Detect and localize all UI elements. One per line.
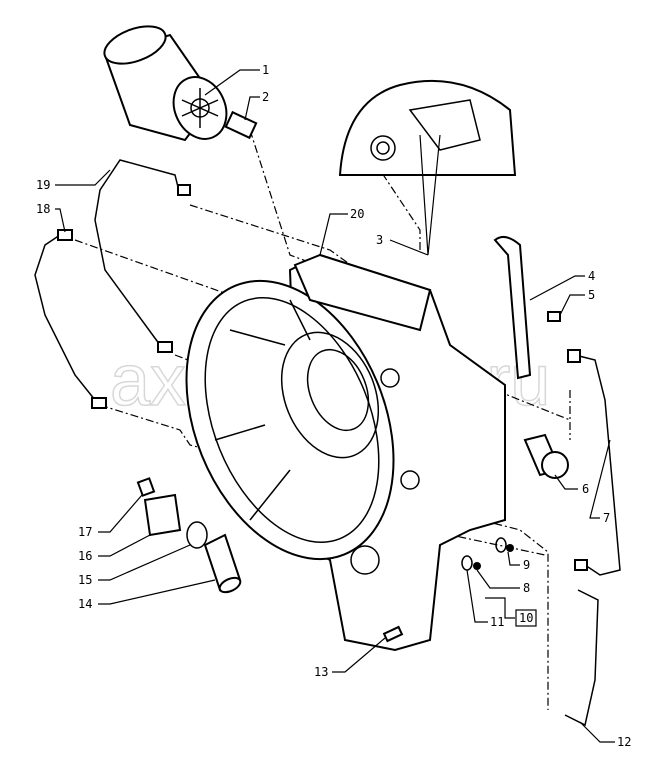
flywheel-housing <box>185 253 506 652</box>
callout-10-box <box>515 609 537 627</box>
seal-9 <box>495 537 507 553</box>
seal-11 <box>461 555 473 571</box>
plug <box>523 433 569 479</box>
callout-16: 16 <box>78 549 92 563</box>
callout-1: 1 <box>262 63 269 77</box>
bolt-5 <box>547 311 561 322</box>
callout-17: 17 <box>78 525 92 539</box>
callout-9: 9 <box>523 558 530 572</box>
callout-20: 20 <box>350 207 364 221</box>
callout-2: 2 <box>262 90 269 104</box>
callout-15: 15 <box>78 573 92 587</box>
callout-7: 7 <box>603 511 610 525</box>
filter-adapter <box>224 110 258 140</box>
callout-18: 18 <box>36 202 50 216</box>
lubrication-pipes-right <box>564 349 621 727</box>
callout-11: 11 <box>490 615 504 629</box>
plug-9 <box>506 544 514 552</box>
cover-assembly <box>136 477 242 594</box>
plug-8 <box>473 562 481 570</box>
lubrication-pipes-left <box>34 159 191 409</box>
callout-10: 10 <box>519 611 533 625</box>
inset-housing-view <box>338 79 517 256</box>
callout-8: 8 <box>523 581 530 595</box>
callout-19: 19 <box>36 178 50 192</box>
callout-5: 5 <box>588 288 595 302</box>
callout-3: 3 <box>376 233 383 247</box>
screw-13 <box>382 625 404 643</box>
callout-13: 13 <box>314 665 328 679</box>
callout-14: 14 <box>78 597 92 611</box>
callout-labels: 1 2 3 4 5 6 7 8 9 10 11 12 13 14 15 16 1… <box>36 63 631 749</box>
callout-4: 4 <box>588 269 595 283</box>
leader-lines <box>55 69 615 743</box>
callout-12: 12 <box>617 735 631 749</box>
oil-filter <box>103 25 228 142</box>
breather-pipe <box>493 235 532 380</box>
callout-6: 6 <box>582 482 589 496</box>
